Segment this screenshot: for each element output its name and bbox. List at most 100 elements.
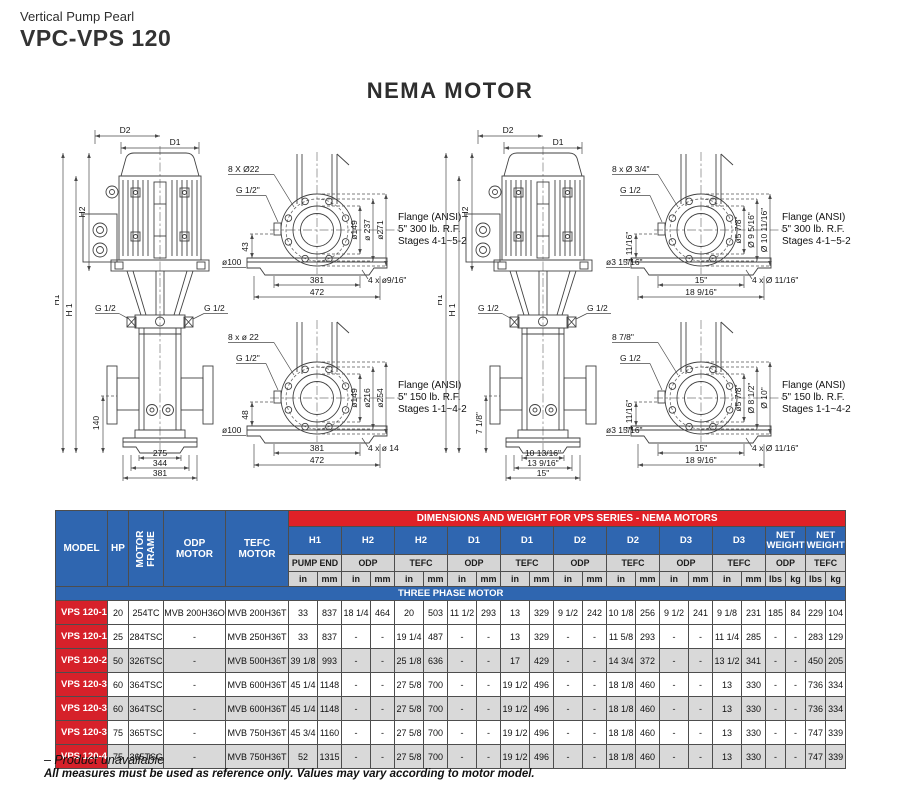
dim-label-1: 10 13/16" — [525, 448, 561, 458]
section-title: NEMA MOTOR — [366, 78, 534, 103]
data-cell: 464 — [370, 600, 395, 625]
data-cell: 45 3/4 — [288, 720, 318, 745]
data-cell: 9 1/8 — [712, 600, 742, 625]
data-cell: - — [765, 672, 786, 697]
data-cell: 75 — [107, 744, 129, 769]
data-cell: 496 — [529, 720, 554, 745]
dim-label-h1: H1 — [55, 294, 61, 305]
model-cell: VPS 120-3-2 — [55, 672, 108, 697]
data-cell: 20 — [394, 600, 424, 625]
dim-label-3: 15" — [537, 468, 549, 478]
data-cell: 460 — [635, 672, 660, 697]
width-1: 15" — [695, 275, 707, 285]
flange-drawing: 8 x Ø 3/4" G 1/2 1 11/16" ø5 7/8" Ø 9 5/… — [606, 152, 851, 300]
pump-outline — [82, 146, 214, 456]
data-cell: 285 — [741, 624, 766, 649]
data-cell: 429 — [529, 648, 554, 673]
data-cell: 27 5/8 — [394, 696, 424, 721]
data-cell: MVB 200H36T — [225, 600, 289, 625]
data-cell: - — [476, 624, 501, 649]
data-cell: - — [370, 624, 395, 649]
data-cell: - — [370, 696, 395, 721]
data-cell: 45 1/4 — [288, 672, 318, 697]
data-cell: 254TC — [128, 600, 164, 625]
data-cell: 18 1/8 — [606, 720, 636, 745]
footnote-product-unavailable: – Product unavailable — [44, 753, 165, 767]
data-cell: 700 — [423, 696, 448, 721]
flange-note-line1: Flange (ANSI) — [398, 380, 461, 391]
group-header: H2 — [394, 526, 448, 555]
dim-label-h1b: H 1 — [447, 303, 457, 317]
sub-header: TEFC — [712, 554, 766, 572]
data-cell: - — [688, 720, 713, 745]
data-cell: 52 — [288, 744, 318, 769]
dim-label-side: 7 1/8" — [474, 412, 484, 434]
data-cell: MVB 750H36T — [225, 720, 289, 745]
flange-drawing: 8 X Ø22 G 1/2" 43 ø149 ø 237 ø271 — [222, 152, 467, 300]
data-cell: - — [447, 648, 477, 673]
dia-1: ø149 — [349, 388, 359, 408]
data-cell: 229 — [805, 600, 826, 625]
width-2: 18 9/16" — [685, 455, 716, 465]
data-cell: 10 1/8 — [606, 600, 636, 625]
data-cell: 25 1/8 — [394, 648, 424, 673]
flange-dimensions: 8 x Ø 3/4" G 1/2 1 11/16" ø5 7/8" Ø 9 5/… — [606, 164, 798, 300]
data-cell: - — [476, 720, 501, 745]
data-cell: 330 — [741, 672, 766, 697]
data-cell: 329 — [529, 624, 554, 649]
data-cell: - — [553, 624, 583, 649]
dim-label-h2: H2 — [460, 206, 470, 217]
flange-note-line3: Stages 1-1~4-2 — [398, 404, 467, 415]
data-cell: - — [765, 744, 786, 769]
pump-drawing-imperial: D2 D1 H1 H 1 H2 7 1/8" G 1/2 — [438, 120, 633, 484]
unit-header: in — [500, 571, 530, 587]
data-cell: - — [785, 744, 806, 769]
dia-1: ø149 — [349, 220, 359, 240]
data-cell: 339 — [824, 720, 847, 745]
unit-header: mm — [688, 571, 713, 587]
data-cell: - — [163, 720, 226, 745]
data-cell: - — [341, 672, 371, 697]
data-cell: - — [476, 696, 501, 721]
dia-2: Ø 9 5/16" — [746, 212, 756, 248]
data-cell: 293 — [635, 624, 660, 649]
data-cell: 284TSC — [128, 624, 164, 649]
holes-callout: 4 x Ø 11/16" — [752, 275, 798, 285]
data-cell: - — [553, 720, 583, 745]
data-cell: - — [370, 672, 395, 697]
data-cell: 1160 — [317, 720, 342, 745]
data-cell: 330 — [741, 744, 766, 769]
dim-label-h1: H1 — [438, 294, 444, 305]
data-cell: 18 1/8 — [606, 672, 636, 697]
flange-outline — [246, 152, 404, 276]
bolt-callout: 8 X Ø22 — [228, 164, 259, 174]
data-cell: 45 1/4 — [288, 696, 318, 721]
data-cell: 19 1/2 — [500, 744, 530, 769]
data-cell: - — [163, 648, 226, 673]
data-cell: 283 — [805, 624, 826, 649]
data-cell: 496 — [529, 744, 554, 769]
pump-drawing: D2 D1 H1 H 1 H2 7 1/8" G 1/2 — [438, 125, 611, 481]
base-dia: ø100 — [222, 257, 242, 267]
data-cell: 496 — [529, 696, 554, 721]
unit-header: mm — [635, 571, 660, 587]
data-cell: 231 — [741, 600, 766, 625]
data-cell: - — [582, 696, 607, 721]
data-cell: - — [582, 648, 607, 673]
data-cell: 700 — [423, 744, 448, 769]
holes-callout: 4 x ø9/16" — [368, 275, 406, 285]
data-cell: - — [582, 744, 607, 769]
unit-header: in — [553, 571, 583, 587]
data-cell: - — [341, 720, 371, 745]
data-cell: - — [659, 624, 689, 649]
group-header: D1 — [447, 526, 501, 555]
unit-header: in — [447, 571, 477, 587]
pump-drawing: D2 D1 H1 H 1 H2 140 G 1/2 — [55, 125, 228, 481]
data-cell: 18 1/8 — [606, 696, 636, 721]
data-cell: - — [688, 744, 713, 769]
data-cell: - — [553, 744, 583, 769]
